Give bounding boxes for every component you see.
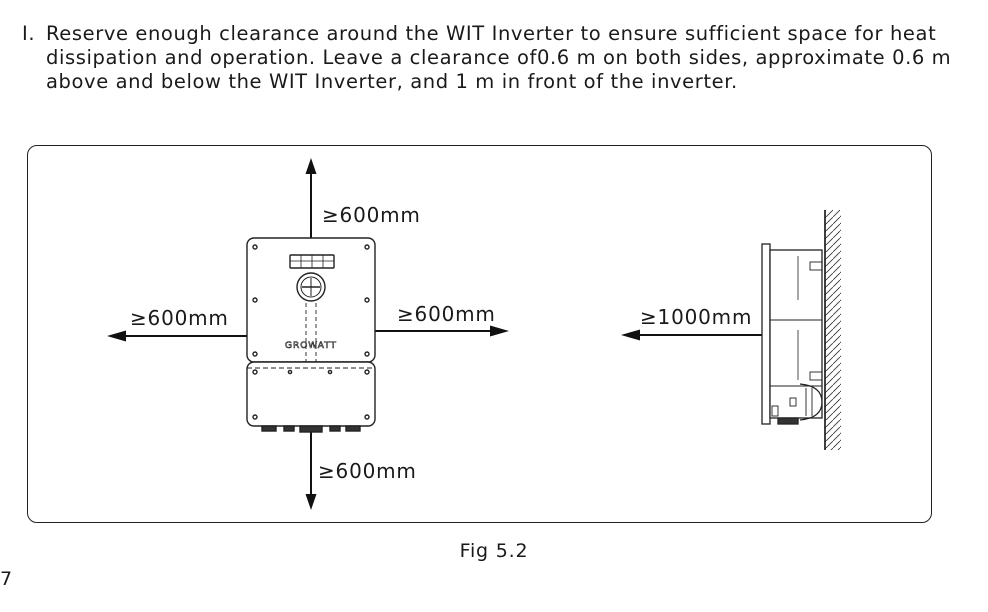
arrow-up (305, 158, 317, 238)
instruction-paragraph: I. Reserve enough clearance around the W… (22, 22, 972, 94)
wall (824, 210, 841, 450)
label-left-clearance: ≥600mm (130, 306, 229, 330)
inverter-front-view (246, 237, 376, 433)
arrow-front (621, 329, 762, 341)
label-right-clearance: ≥600mm (397, 302, 496, 326)
arrow-left (107, 330, 248, 342)
label-top-clearance: ≥600mm (322, 203, 421, 227)
figure-caption: Fig 5.2 (459, 540, 529, 562)
arrow-right (375, 325, 509, 337)
arrow-down (305, 428, 317, 510)
instruction-number: I. (22, 22, 36, 45)
page-number: 7 (0, 568, 13, 590)
instruction-text: Reserve enough clearance around the WIT … (46, 22, 952, 93)
figure-frame (27, 145, 932, 523)
label-bottom-clearance: ≥600mm (318, 459, 417, 483)
brand-logo: GROWATT (285, 341, 337, 351)
label-front-clearance: ≥1000mm (640, 305, 753, 329)
inverter-side-view (761, 243, 823, 425)
